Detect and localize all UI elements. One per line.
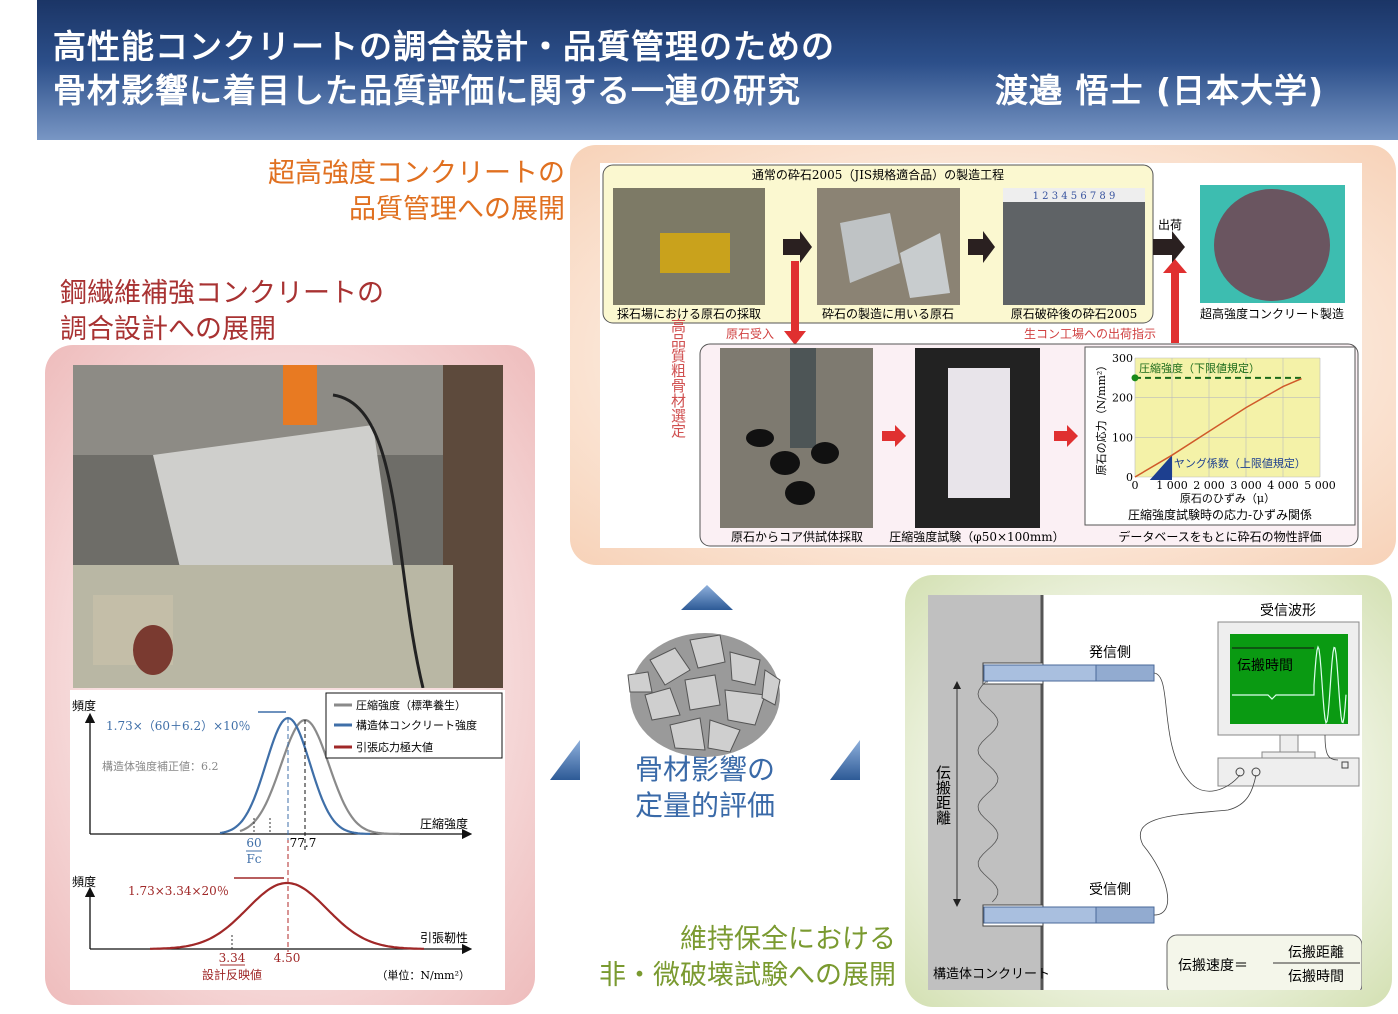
limit-marker	[1131, 374, 1139, 382]
lower-x-label: 引張靭性	[420, 931, 468, 945]
x-tick-label: 5 000	[1304, 479, 1336, 492]
center-title-line2: 定量的評価	[634, 789, 775, 822]
caption-compression: 圧縮強度試験（φ50×100mm）	[889, 529, 1064, 544]
lower-y-label: 頻度	[72, 874, 96, 889]
legend-item-standard: 圧縮強度（標準養生）	[356, 698, 466, 712]
y-tick-label: 100	[1112, 431, 1133, 444]
legend-item-tensile: 引張応力極大値	[356, 740, 433, 754]
legend	[325, 692, 503, 759]
ship-label: 出荷	[1158, 218, 1182, 232]
limit-label: 圧縮強度（下限値規定）	[1139, 361, 1260, 375]
ship-instruction-label: 生コン工場への出荷指示	[1024, 326, 1156, 341]
distance-label: 伝搬距離	[934, 765, 952, 825]
transmit-label: 発信側	[1089, 645, 1131, 661]
stress-strain-chart: 0 1 000 2 000 3 000 4 000 5 000 0 100 200 300 圧縮強度…	[1094, 352, 1336, 505]
sfrc-title-line2: 調合設計への展開	[60, 314, 276, 345]
title-line-1: 高性能コンクリートの調合設計・品質管理のための	[53, 27, 835, 66]
time-label: 伝搬時間	[1237, 658, 1293, 674]
sfrc-test-photo	[73, 365, 503, 688]
uhsc-title-line1: 超高強度コンクリートの	[268, 158, 565, 189]
curve-tensile	[150, 881, 424, 950]
formula-numerator: 伝搬距離	[1288, 944, 1344, 961]
arrow-left-icon	[550, 740, 580, 780]
unit-label: （単位：N/mm²）	[376, 968, 470, 982]
author: 渡邉 悟士 (日本大学)	[995, 71, 1325, 110]
red-arrow-icons-lower	[882, 425, 1078, 447]
fc-value: 60	[246, 836, 261, 850]
legend-item-structural: 構造体コンクリート強度	[356, 718, 477, 732]
distribution-chart: 頻度 1.73×（60＋6.2）×10％ 構造体強度補正値：6.2 圧縮強度 6…	[70, 690, 505, 990]
ndt-title-line1: 維持保全における	[680, 924, 896, 955]
cable-receive	[1140, 774, 1257, 916]
concrete-disk	[1214, 189, 1330, 301]
formula-denominator: 伝搬時間	[1288, 969, 1344, 985]
lower-mean-label: 4.50	[274, 951, 301, 965]
caption-uhsc: 超高強度コンクリート製造	[1200, 306, 1344, 321]
caption-database: データベースをもとに砕石の物性評価	[1118, 529, 1321, 544]
excavator-shape	[660, 233, 730, 273]
caption-quarry: 採石場における原石の採取	[617, 307, 761, 321]
crushed-stone-photo	[1003, 188, 1145, 305]
x-tick-label: 2 000	[1193, 479, 1225, 492]
signal-waveform	[1232, 645, 1347, 725]
structure-label: 構造体コンクリート	[933, 967, 1050, 982]
ndt-diagram: 伝搬距離 発信側 受信側 受信波形 伝搬時間 伝搬速度＝ 伝搬距離 伝搬時間 構…	[928, 595, 1362, 990]
upper-spread-label: 1.73×（60＋6.2）×10％	[106, 719, 250, 733]
waveform-label: 受信波形	[1260, 603, 1316, 619]
stress-chart-title: 圧縮強度試験時の応力-ひずみ関係	[1128, 507, 1312, 522]
design-value: 3.34	[219, 951, 246, 965]
x-tick-label: 3 000	[1230, 479, 1262, 492]
wave-path	[977, 681, 999, 903]
sfrc-title: 鋼繊維補強コンクリートの 調合設計への展開	[60, 276, 384, 348]
sfrc-title-line1: 鋼繊維補強コンクリートの	[60, 278, 384, 309]
caption-raw-stone: 砕石の製造に用いる原石	[822, 306, 954, 321]
caption-core: 原石からコア供試体採取	[731, 529, 863, 544]
stress-strain-line	[1134, 377, 1302, 478]
x-axis-label: 原石のひずみ（μ）	[1180, 492, 1275, 505]
curve-structural	[219, 716, 371, 835]
formula-left: 伝搬速度＝	[1178, 958, 1248, 974]
black-arrow-icons	[783, 231, 1185, 263]
instrument-box	[1217, 757, 1360, 787]
center-title-line1: 骨材影響の	[634, 753, 775, 786]
design-label: 設計反映値	[202, 967, 262, 982]
arrow-right-icon	[830, 740, 860, 780]
upper-y-label: 頻度	[72, 698, 96, 713]
ndt-title-line2: 非・微破壊試験への展開	[599, 960, 896, 991]
selection-label: 高品質粗骨材選定	[669, 318, 687, 439]
y-tick-label: 200	[1112, 392, 1133, 405]
uhsc-title-line2: 品質管理への展開	[349, 194, 565, 225]
center-title: 骨材影響の 定量的評価	[600, 752, 810, 824]
upper-x-label: 圧縮強度	[420, 816, 468, 831]
ndt-title: 維持保全における 非・微破壊試験への展開	[599, 922, 896, 994]
receive-label: 受信側	[1089, 882, 1131, 898]
receive-label: 原石受入	[726, 327, 774, 341]
title-banner: 高性能コンクリートの調合設計・品質管理のための 骨材影響に着目した品質評価に関す…	[37, 0, 1398, 140]
x-tick-label: 4 000	[1267, 479, 1299, 492]
ruler-scale: 1 2 3 4 5 6 7 8 9	[1033, 191, 1116, 202]
process-figure: 通常の砕石2005（JIS規格適合品）の製造工程 1 2 3 4 5 6 7 8…	[600, 163, 1362, 548]
caption-crushed: 原石破砕後の砕石2005	[1011, 306, 1138, 321]
process-title: 通常の砕石2005（JIS規格適合品）の製造工程	[752, 167, 1004, 182]
x-tick-label: 1 000	[1156, 479, 1188, 492]
arrow-up-icon	[681, 585, 733, 610]
correction-label: 構造体強度補正値：6.2	[102, 759, 219, 773]
curve-standard-cure	[239, 719, 401, 836]
upper-mean-label: 77.7	[290, 836, 317, 850]
red-arrow-icons	[784, 259, 1187, 345]
y-tick-label: 300	[1112, 352, 1133, 365]
title-line-2: 骨材影響に着目した品質評価に関する一連の研究	[53, 71, 801, 110]
y-tick-label: 0	[1126, 471, 1133, 484]
young-label: ヤング係数（上限値規定）	[1174, 456, 1306, 470]
y-axis-label: 原石の応力（N/mm²）	[1094, 360, 1108, 476]
lower-spread-label: 1.73×3.34×20％	[128, 884, 229, 898]
fc-label: Fc	[246, 852, 261, 866]
center-graphic	[550, 585, 860, 780]
aggregate-image	[627, 633, 781, 757]
cable-transmit	[1153, 672, 1241, 792]
uhsc-title: 超高強度コンクリートの 品質管理への展開	[268, 156, 565, 228]
formula-box	[1166, 934, 1362, 990]
x-tick-label: 0	[1132, 479, 1139, 492]
